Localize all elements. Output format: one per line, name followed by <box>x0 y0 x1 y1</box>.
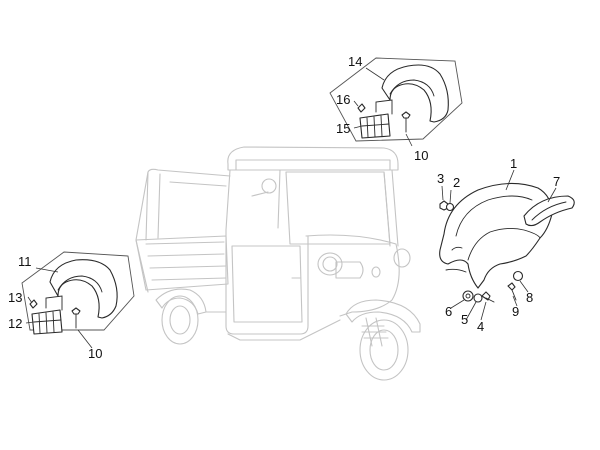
callout-9: 9 <box>512 304 519 319</box>
callout-2: 2 <box>453 175 460 190</box>
callout-13: 13 <box>8 290 22 305</box>
callout-6: 6 <box>445 304 452 319</box>
rear-mudguard-kit-upper <box>329 57 463 142</box>
callout-16: 16 <box>336 92 350 107</box>
callout-4: 4 <box>477 319 484 334</box>
callout-15: 15 <box>336 121 350 136</box>
callout-5: 5 <box>461 312 468 327</box>
callout-14: 14 <box>348 54 362 69</box>
callouts: 1 2 3 4 5 6 7 8 9 10 10 11 12 13 14 15 1… <box>8 54 560 361</box>
callout-8: 8 <box>526 290 533 305</box>
callout-3: 3 <box>437 171 444 186</box>
callout-10-lower: 10 <box>88 346 102 361</box>
front-mudguard-assembly <box>439 182 575 303</box>
callout-11: 11 <box>18 254 32 269</box>
vehicle-outline <box>135 146 421 381</box>
leader-lines <box>25 67 557 349</box>
callout-10-upper: 10 <box>414 148 428 163</box>
rear-mudguard-kit-lower <box>21 251 135 335</box>
callout-7: 7 <box>553 174 560 189</box>
callout-1: 1 <box>510 156 517 171</box>
callout-12: 12 <box>8 316 22 331</box>
